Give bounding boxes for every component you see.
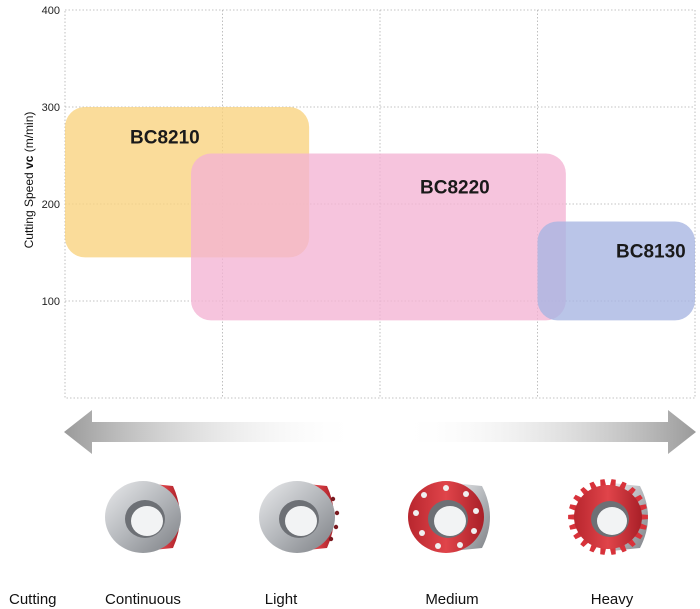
- right-arrow-icon: [400, 410, 696, 454]
- category-label-medium: Medium: [425, 591, 478, 608]
- left-arrow-icon: [64, 410, 360, 454]
- y-tick-label: 400: [42, 5, 60, 17]
- y-axis-title-symbol: vc: [22, 155, 36, 169]
- region-label-bc8210: BC8210: [130, 128, 200, 149]
- direction-arrow: [64, 410, 696, 454]
- gear-heavy-icon: [568, 479, 648, 555]
- ring-continuous-icon: [105, 481, 181, 553]
- y-tick-label: 300: [42, 102, 60, 114]
- category-label-light: Light: [265, 591, 298, 608]
- y-axis-title: Cutting Speed vc (m/min): [22, 112, 36, 249]
- region-label-bc8130: BC8130: [616, 242, 686, 263]
- region-label-bc8220: BC8220: [420, 178, 490, 199]
- category-label-continuous: Continuous: [105, 591, 181, 608]
- y-axis-title-prefix: Cutting Speed: [22, 169, 36, 248]
- ring-light-icon: [259, 481, 340, 553]
- y-tick-label: 200: [42, 199, 60, 211]
- region-bc8220: [191, 153, 566, 321]
- category-labels: Continuous Light Medium Heavy: [105, 591, 634, 608]
- y-axis-title-unit: (m/min): [22, 112, 36, 156]
- y-tick-label: 100: [42, 296, 60, 308]
- category-label-heavy: Heavy: [591, 591, 634, 608]
- row-label: Cutting: [9, 591, 57, 608]
- region-bc8130: [537, 221, 695, 321]
- y-axis-ticks: 100 200 300 400: [42, 5, 60, 308]
- ring-medium-icon: [408, 481, 490, 553]
